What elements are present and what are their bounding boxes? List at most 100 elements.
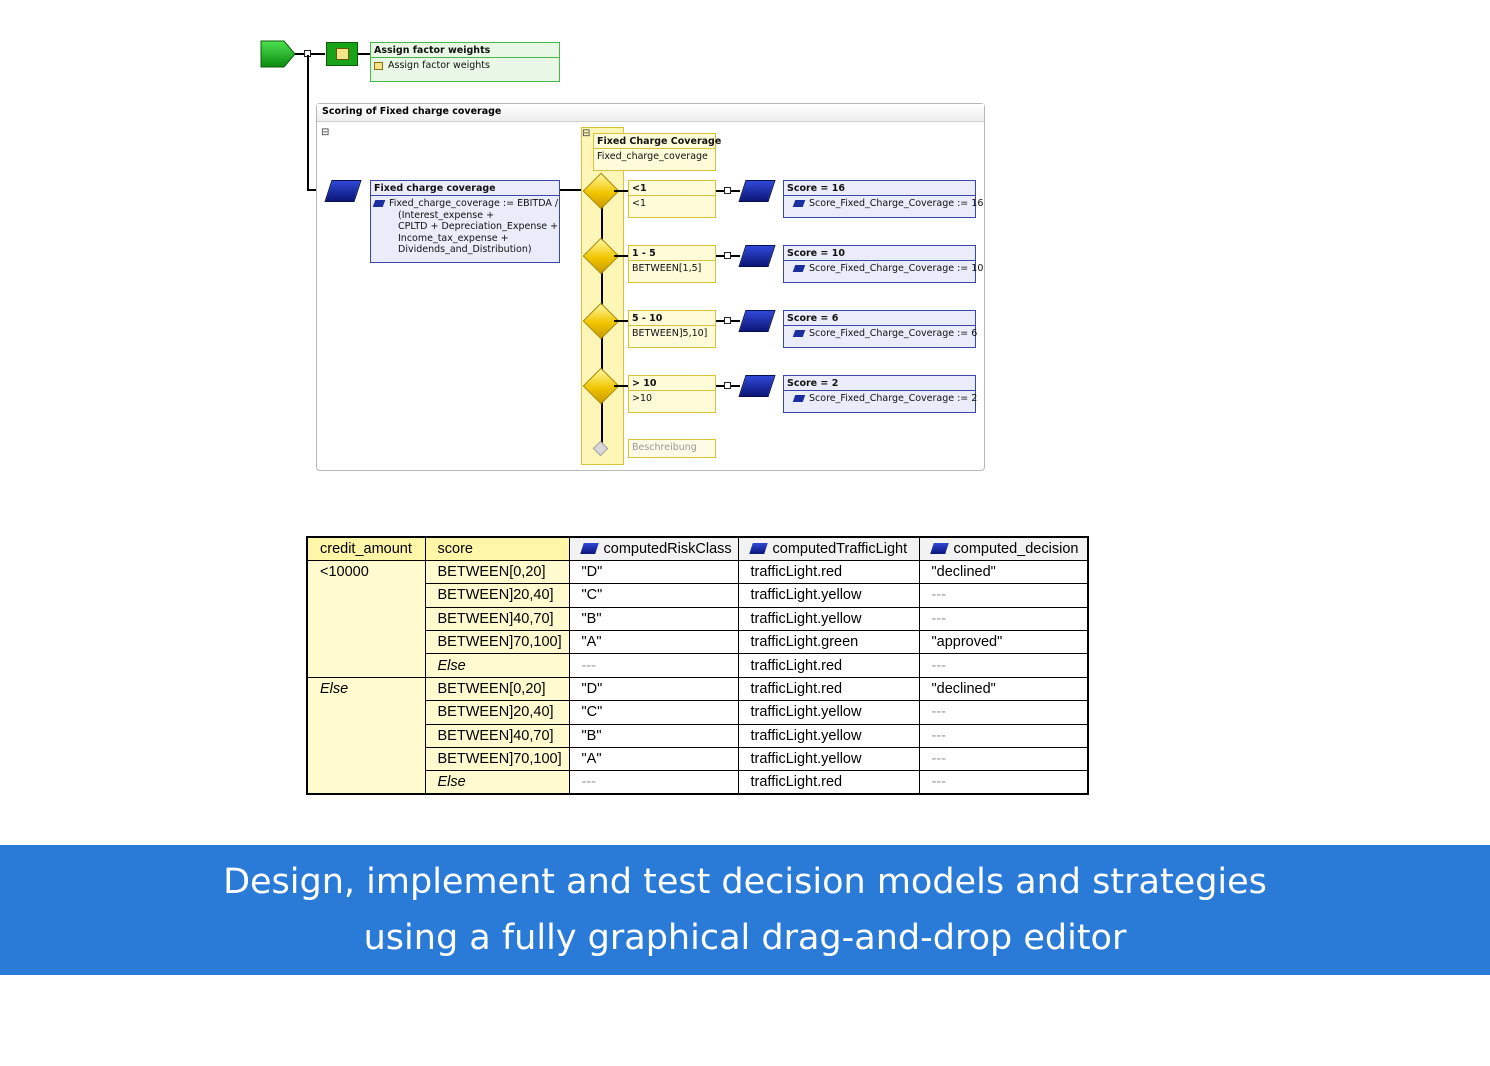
score-cell[interactable]: BETWEEN[0,20] bbox=[424, 559, 570, 585]
score-cell[interactable]: BETWEEN[0,20] bbox=[424, 676, 570, 702]
description-placeholder[interactable]: Beschreibung bbox=[628, 439, 716, 458]
action-cell[interactable]: --- bbox=[918, 723, 1089, 749]
action-cell[interactable]: "approved" bbox=[918, 630, 1089, 655]
connector-line bbox=[614, 190, 629, 192]
table-row: BETWEEN]70,100]"A"trafficLight.yellow--- bbox=[307, 747, 1089, 772]
score-cell[interactable]: BETWEEN]40,70] bbox=[424, 723, 570, 749]
connector-line bbox=[358, 53, 371, 55]
table-row: BETWEEN]20,40]"C"trafficLight.yellow--- bbox=[307, 583, 1089, 608]
action-cell[interactable]: trafficLight.red bbox=[737, 676, 920, 702]
table-node-icon[interactable] bbox=[326, 42, 358, 66]
action-column-icon bbox=[929, 542, 949, 554]
action-cell[interactable]: --- bbox=[568, 770, 739, 795]
action-cell[interactable]: trafficLight.red bbox=[737, 559, 920, 585]
branch-expression: BETWEEN]5,10] bbox=[632, 328, 708, 339]
score-cell[interactable]: BETWEEN]70,100] bbox=[424, 747, 570, 772]
connector-line bbox=[307, 55, 309, 191]
score-node[interactable]: Score = 10 Score_Fixed_Charge_Coverage :… bbox=[783, 245, 983, 283]
assignment-icon bbox=[792, 200, 806, 207]
formula-line: CPLTD + Depreciation_Expense + bbox=[398, 221, 559, 232]
action-cell[interactable]: --- bbox=[918, 770, 1089, 795]
score-cell[interactable]: BETWEEN]70,100] bbox=[424, 630, 570, 655]
assignment-icon bbox=[372, 200, 386, 207]
connector-node[interactable] bbox=[724, 252, 731, 259]
action-cell[interactable]: "declined" bbox=[918, 559, 1089, 585]
action-cell[interactable]: trafficLight.yellow bbox=[737, 747, 920, 772]
collapse-icon[interactable]: ⊟ bbox=[582, 128, 591, 139]
action-cell[interactable]: trafficLight.yellow bbox=[737, 723, 920, 749]
branch-label: 5 - 10 bbox=[629, 311, 715, 326]
action-cell[interactable]: trafficLight.red bbox=[737, 770, 920, 795]
node-title: Fixed charge coverage bbox=[371, 181, 559, 196]
action-cell[interactable]: --- bbox=[918, 606, 1089, 632]
action-cell[interactable]: trafficLight.red bbox=[737, 653, 920, 678]
score-assignment: Score_Fixed_Charge_Coverage := 2 bbox=[809, 393, 978, 404]
score-cell[interactable]: BETWEEN]40,70] bbox=[424, 606, 570, 632]
action-cell[interactable]: "D" bbox=[568, 559, 739, 585]
start-node-icon[interactable] bbox=[260, 40, 296, 68]
connector-line bbox=[614, 320, 629, 322]
branch-expression: <1 bbox=[632, 198, 647, 209]
node-title: Score = 2 bbox=[784, 376, 975, 391]
formula-line: (Interest_expense + bbox=[398, 209, 495, 221]
connector-node[interactable] bbox=[724, 317, 731, 324]
action-cell[interactable]: "D" bbox=[568, 676, 739, 702]
column-header[interactable]: computed_decision bbox=[918, 536, 1089, 561]
score-cell[interactable]: BETWEEN]20,40] bbox=[424, 700, 570, 725]
node-title: Score = 16 bbox=[784, 181, 975, 196]
action-cell[interactable]: trafficLight.green bbox=[737, 630, 920, 655]
action-cell[interactable]: --- bbox=[918, 747, 1089, 772]
branch-condition[interactable]: > 10 >10 bbox=[628, 375, 716, 413]
score-node[interactable]: Score = 2 Score_Fixed_Charge_Coverage :=… bbox=[783, 375, 978, 413]
action-cell[interactable]: "A" bbox=[568, 747, 739, 772]
branch-label: <1 bbox=[629, 181, 715, 196]
score-cell[interactable]: Else bbox=[424, 653, 570, 678]
score-assignment: Score_Fixed_Charge_Coverage := 6 bbox=[809, 328, 978, 339]
decision-table: credit_amount score computedRiskClass co… bbox=[306, 536, 1089, 796]
credit-amount-cell[interactable]: Else bbox=[306, 676, 426, 795]
action-cell[interactable]: trafficLight.yellow bbox=[737, 606, 920, 632]
action-cell[interactable]: --- bbox=[918, 653, 1089, 678]
connector-node[interactable] bbox=[724, 187, 731, 194]
table-header-row: credit_amount score computedRiskClass co… bbox=[306, 536, 1089, 561]
table-row: BETWEEN]40,70]"B"trafficLight.yellow--- bbox=[307, 723, 1089, 749]
action-cell[interactable]: "C" bbox=[568, 583, 739, 608]
connector-line bbox=[560, 189, 582, 191]
action-cell[interactable]: "B" bbox=[568, 606, 739, 632]
collapse-icon[interactable]: ⊟ bbox=[321, 127, 330, 138]
action-cell[interactable]: "A" bbox=[568, 630, 739, 655]
column-header[interactable]: computedTrafficLight bbox=[737, 536, 920, 561]
column-header[interactable]: computedRiskClass bbox=[568, 536, 739, 561]
score-node[interactable]: Score = 6 Score_Fixed_Charge_Coverage :=… bbox=[783, 310, 978, 348]
action-cell[interactable]: trafficLight.yellow bbox=[737, 700, 920, 725]
score-cell[interactable]: BETWEEN]20,40] bbox=[424, 583, 570, 608]
section-title: Scoring of Fixed charge coverage bbox=[317, 104, 984, 122]
branch-condition[interactable]: 5 - 10 BETWEEN]5,10] bbox=[628, 310, 716, 348]
node-item: Assign factor weights bbox=[388, 60, 490, 71]
formula-line: Income_tax_expense + bbox=[398, 232, 509, 244]
score-node[interactable]: Score = 16 Score_Fixed_Charge_Coverage :… bbox=[783, 180, 983, 218]
action-column-icon bbox=[748, 542, 768, 554]
score-assignment: Score_Fixed_Charge_Coverage := 16 bbox=[809, 198, 984, 209]
branch-condition[interactable]: <1 <1 bbox=[628, 180, 716, 218]
column-header[interactable]: score bbox=[424, 536, 570, 561]
column-header[interactable]: credit_amount bbox=[306, 536, 426, 561]
action-cell[interactable]: "C" bbox=[568, 700, 739, 725]
branch-condition[interactable]: 1 - 5 BETWEEN[1,5] bbox=[628, 245, 716, 283]
variable-node[interactable]: Fixed Charge Coverage Fixed_charge_cover… bbox=[593, 133, 721, 171]
action-cell[interactable]: "declined" bbox=[918, 676, 1089, 702]
action-cell[interactable]: --- bbox=[918, 583, 1089, 608]
action-cell[interactable]: "B" bbox=[568, 723, 739, 749]
connector-node[interactable] bbox=[724, 382, 731, 389]
credit-amount-cell[interactable]: <10000 bbox=[306, 559, 426, 678]
node-title: Score = 6 bbox=[784, 311, 975, 326]
calculation-node[interactable]: Fixed charge coverage Fixed_charge_cover… bbox=[370, 180, 560, 263]
action-cell[interactable]: trafficLight.yellow bbox=[737, 583, 920, 608]
table-row: Else---trafficLight.red--- bbox=[307, 770, 1089, 795]
node-title: Assign factor weights bbox=[371, 43, 559, 58]
assign-factor-weights-node[interactable]: Assign factor weights Assign factor weig… bbox=[370, 42, 560, 82]
action-cell[interactable]: --- bbox=[918, 700, 1089, 725]
action-cell[interactable]: --- bbox=[568, 653, 739, 678]
score-cell[interactable]: Else bbox=[424, 770, 570, 795]
